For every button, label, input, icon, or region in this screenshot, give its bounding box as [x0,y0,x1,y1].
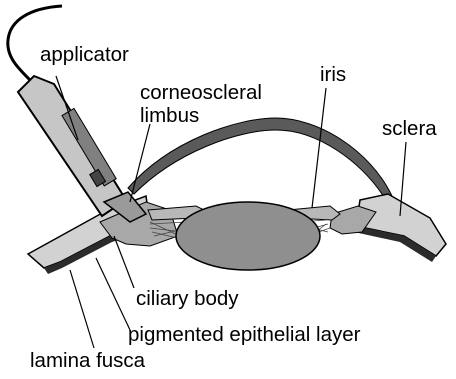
leader-corneoscleral [130,124,150,202]
label-limbus: limbus [140,105,199,127]
label-iris: iris [320,64,346,86]
label-sclera: sclera [382,118,437,140]
leader-lamina-fusca [70,270,94,348]
lens [176,202,320,270]
label-applicator: applicator [40,44,129,66]
leader-iris [312,88,326,208]
cornea [128,118,392,200]
leader-pigmented [96,258,130,330]
label-corneoscleral: corneoscleral [140,82,262,104]
label-lamina-fusca: lamina fusca [30,350,145,372]
applicator-body [18,76,126,216]
label-ciliary-body: ciliary body [136,288,239,310]
label-pigmented-epithelial-layer: pigmented epithelial layer [128,324,360,346]
